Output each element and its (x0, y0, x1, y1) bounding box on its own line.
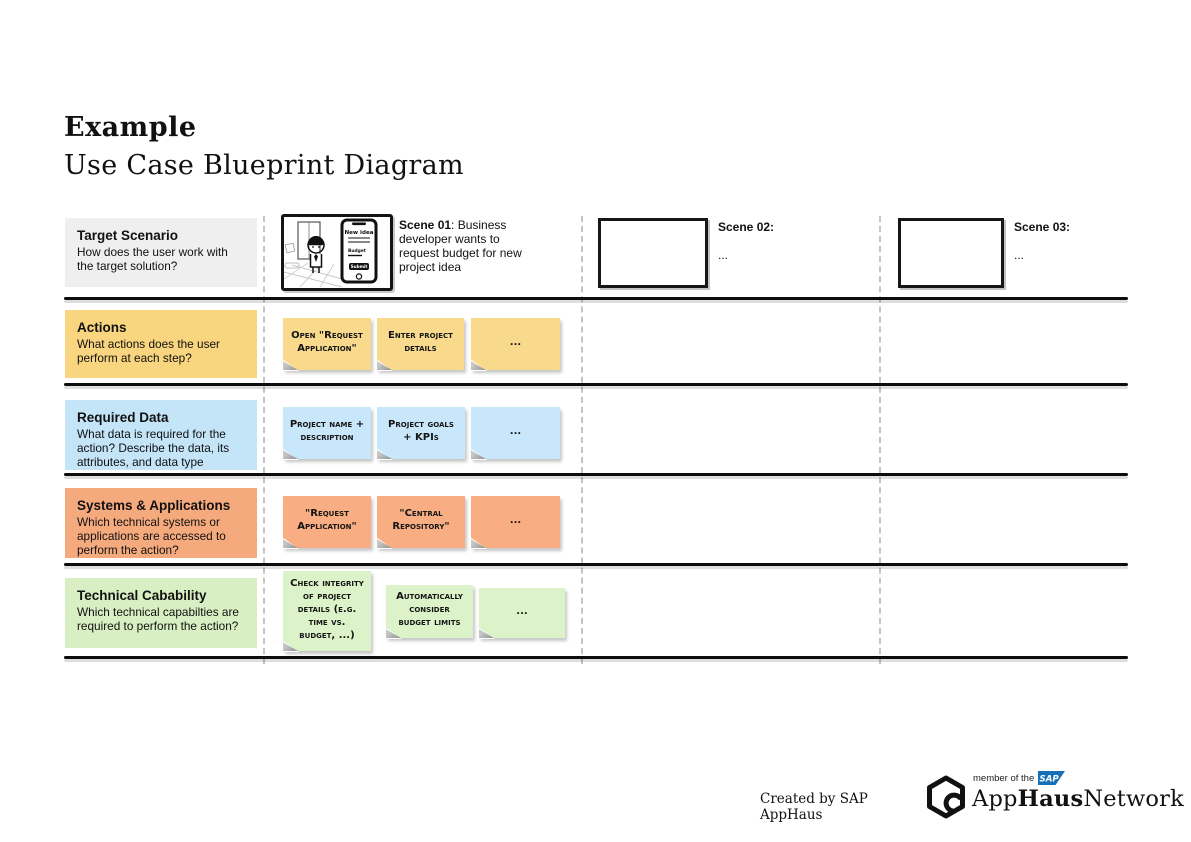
sap-logo-icon: SAP (1038, 771, 1066, 785)
scene2-empty-frame (598, 218, 708, 288)
row-divider (64, 383, 1128, 386)
row-divider (64, 656, 1128, 659)
row-title: Technical Cabability (77, 588, 207, 603)
row-header-technical-capability: Technical Cabability Which technical cap… (65, 578, 257, 648)
scene3-placeholder: ... (1014, 247, 1025, 262)
row-divider (64, 473, 1128, 476)
sticky-note-data-3: ... (470, 407, 560, 460)
brand-haus: Haus (1017, 786, 1084, 812)
scene3-empty-frame (898, 218, 1004, 288)
row-description: Which technical systems or applications … (77, 515, 226, 558)
scene1-sketch-thumbnail: New idea Budget Submit (281, 214, 393, 291)
row-title: Systems & Applications (77, 498, 231, 513)
sticky-note-action-3: ... (470, 318, 560, 371)
scene3-caption: Scene 03: ... (1014, 220, 1146, 263)
sticky-note-system-1: "Request Application" (282, 496, 371, 549)
scene3-label: Scene 03: (1014, 220, 1071, 234)
row-description: What data is required for the action? De… (77, 427, 230, 470)
sticky-note-capability-3: ... (478, 588, 565, 639)
sticky-note-data-1: Project name + description (282, 407, 371, 460)
sketch-field-label: Budget (348, 248, 366, 254)
brand-network: Network (1083, 786, 1184, 812)
sticky-note-capability-1: Check integrity of project details (e.g.… (282, 571, 371, 652)
member-of-the-text: member of the (973, 772, 1035, 784)
sticky-note-action-1: Open "Request Application" (282, 318, 371, 371)
column-divider (263, 216, 265, 664)
scene2-caption: Scene 02: ... (718, 220, 850, 263)
row-header-systems-applications: Systems & Applications Which technical s… (65, 488, 257, 558)
row-description: How does the user work with the target s… (77, 245, 228, 274)
row-description: What actions does the user perform at ea… (77, 337, 220, 366)
sticky-note-system-2: "Central Repository" (376, 496, 465, 549)
row-divider (64, 297, 1128, 300)
sticky-note-system-3: ... (470, 496, 560, 549)
apphaus-network-logo: member of the SAP AppHausNetwork (926, 771, 1184, 819)
row-title: Target Scenario (77, 228, 179, 243)
row-header-target-scenario: Target Scenario How does the user work w… (65, 218, 257, 287)
sticky-note-capability-2: Automatically consider budget limits (385, 585, 473, 639)
scene2-label: Scene 02: (718, 220, 775, 234)
page-subtitle: Use Case Blueprint Diagram (64, 150, 464, 181)
row-header-required-data: Required Data What data is required for … (65, 400, 257, 470)
scene1-sketch: New idea Budget Submit (283, 218, 378, 288)
sketch-submit-button-label: Submit (351, 264, 368, 269)
column-divider (581, 216, 583, 664)
column-divider (879, 216, 881, 664)
sketch-app-title: New idea (344, 230, 373, 236)
brand-app: App (972, 786, 1018, 812)
sap-logo-text: SAP (1040, 775, 1060, 785)
sticky-note-data-2: Project goals + KPIs (376, 407, 465, 460)
row-description: Which technical capabilties are required… (77, 605, 239, 634)
scene1-caption: Scene 01: Business developer wants to re… (399, 218, 531, 275)
page-title: Example (64, 112, 197, 143)
scene2-placeholder: ... (718, 247, 729, 262)
scene1-label: Scene 01 (399, 218, 452, 232)
hexagon-logo-icon (927, 775, 965, 819)
row-divider (64, 563, 1128, 566)
row-title: Actions (77, 320, 127, 335)
credit-text: Created by SAP AppHaus (760, 791, 868, 823)
scene1-description: : Business developer wants to request bu… (399, 218, 522, 274)
row-header-actions: Actions What actions does the user perfo… (65, 310, 257, 378)
row-title: Required Data (77, 410, 169, 425)
sticky-note-action-2: Enter project details (376, 318, 464, 371)
apphaus-network-wordmark: AppHausNetwork (972, 786, 1184, 812)
